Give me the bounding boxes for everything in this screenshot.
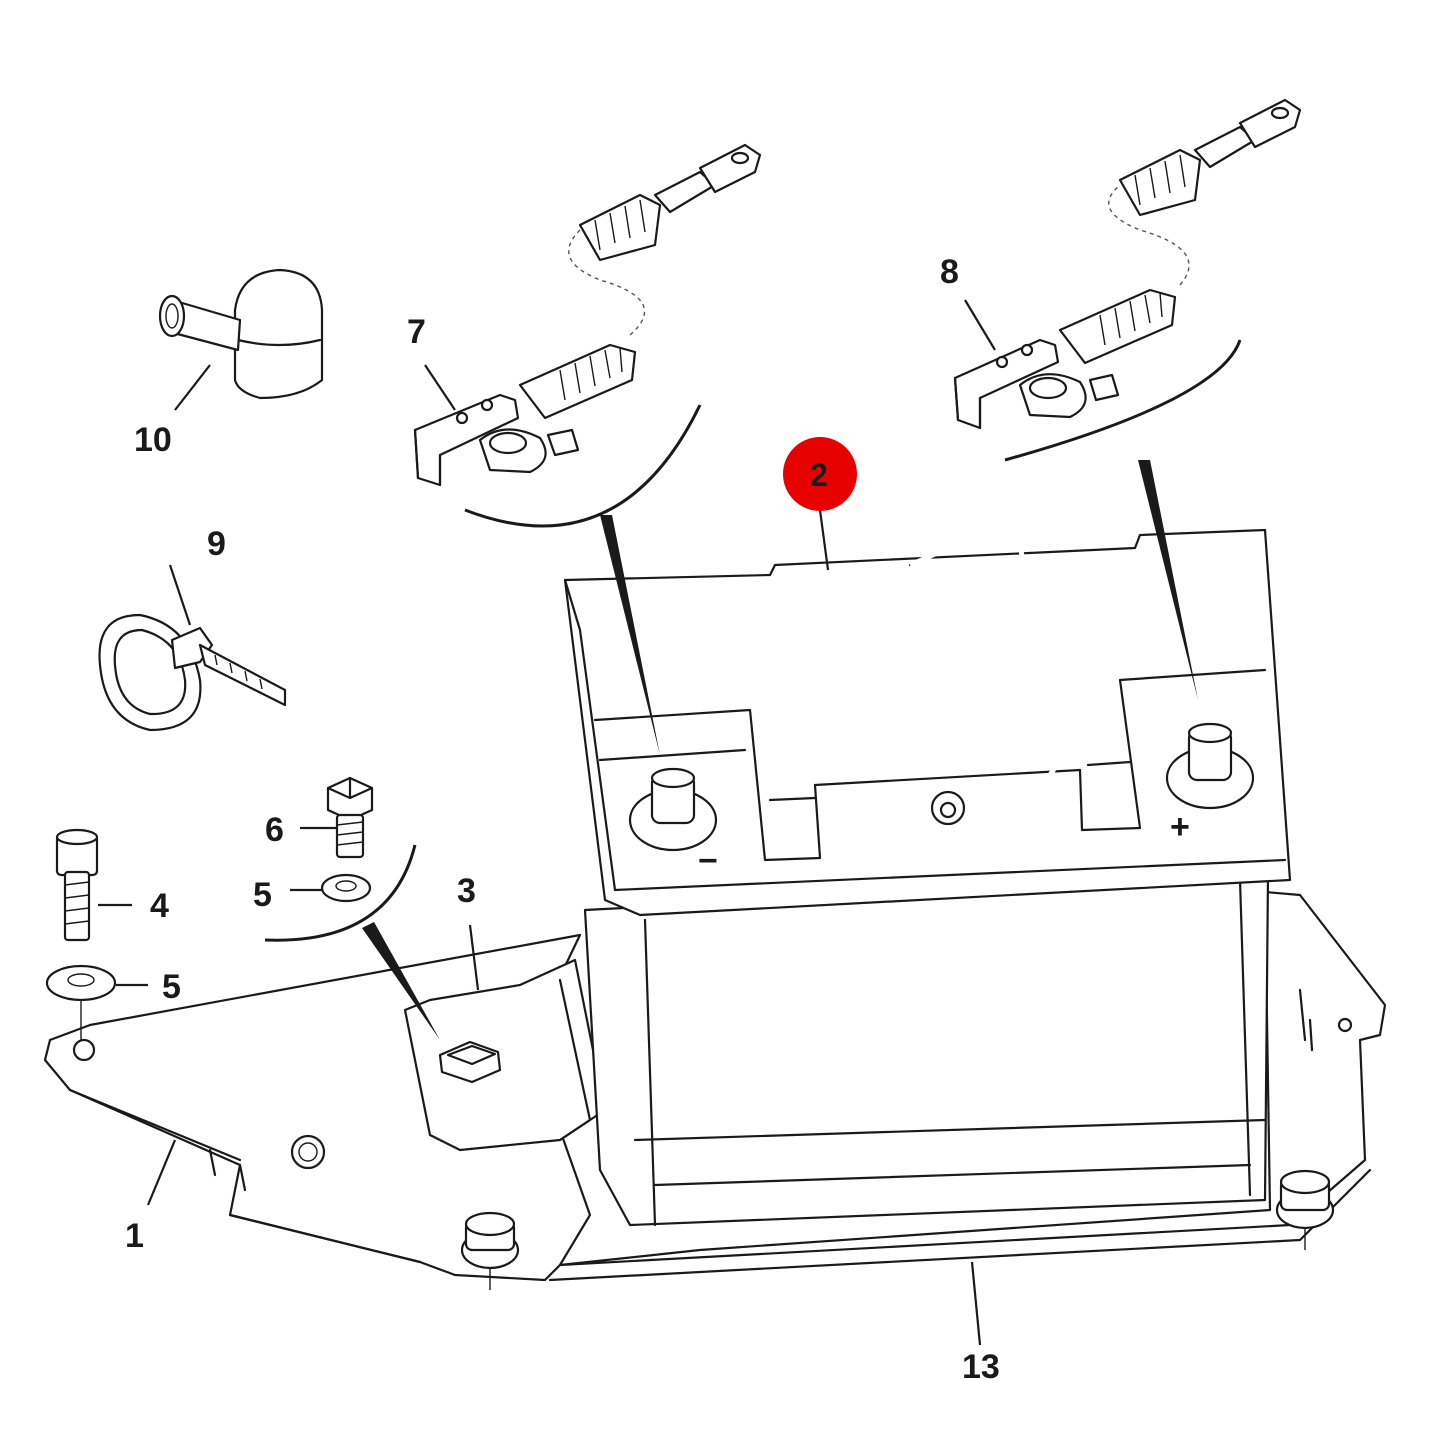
terminal-cover (158, 268, 324, 400)
positive-terminal-mark: + (1170, 808, 1190, 846)
callout-3: 3 (457, 872, 476, 910)
positive-cable-clamp (953, 98, 1302, 430)
washer-lower (45, 964, 117, 1040)
battery-tray (548, 890, 1387, 1282)
callout-5-lower: 5 (162, 968, 181, 1006)
callout-9: 9 (207, 525, 226, 563)
callout-10: 10 (134, 421, 172, 459)
detail-callout-arcs (264, 339, 1242, 1040)
negative-cable-clamp (413, 143, 762, 487)
callout-labels: 1 2 3 4 5 5 6 7 8 9 10 13 (125, 253, 1000, 1386)
hex-bolt (326, 776, 374, 859)
callout-5-upper: 5 (253, 876, 272, 914)
tray-screws (460, 1169, 1335, 1290)
callout-1: 1 (125, 1217, 144, 1255)
leader-lines (98, 299, 996, 1346)
callout-4: 4 (150, 887, 169, 925)
negative-terminal-mark: − (698, 842, 718, 880)
callout-8: 8 (940, 253, 959, 291)
cable-tie (98, 613, 287, 732)
callout-6: 6 (265, 811, 284, 849)
washer-upper (320, 873, 372, 903)
callout-13: 13 (962, 1348, 1000, 1386)
callout-7: 7 (407, 313, 426, 351)
socket-head-screw (55, 828, 99, 942)
clamp-bracket (403, 958, 607, 1152)
battery: − + (563, 527, 1292, 1227)
callout-2: 2 (810, 457, 828, 493)
callout-2-highlight (783, 437, 857, 511)
